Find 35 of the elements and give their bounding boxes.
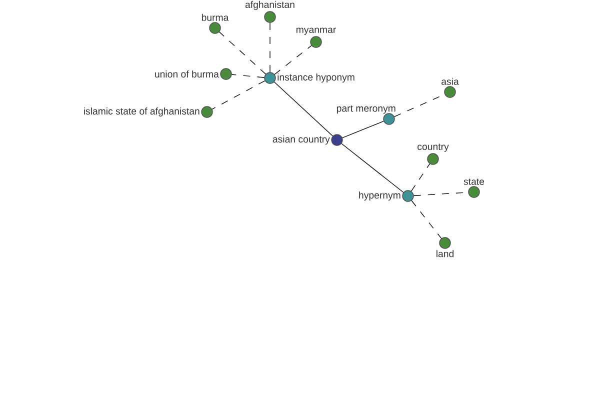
- connector-line: [231, 74, 265, 78]
- graph-node: asian country: [272, 134, 343, 146]
- node-label: union of burma: [155, 70, 219, 78]
- node-label: hypernym: [359, 192, 400, 201]
- graph-node: union of burma: [155, 68, 232, 80]
- graph-node: instance hyponym: [264, 72, 354, 84]
- node-label: land: [436, 250, 454, 258]
- node-label: asia: [442, 78, 459, 85]
- connector-line: [212, 80, 266, 110]
- graph-node: afghanistan: [245, 0, 294, 23]
- connector-line: [411, 200, 442, 239]
- connector-line: [274, 45, 312, 75]
- graph-node: part meronym: [336, 105, 396, 125]
- node-label: part meronym: [336, 105, 396, 114]
- node-label: burma: [202, 14, 229, 21]
- graph-node: country: [418, 144, 449, 165]
- node-label: myanmar: [296, 28, 336, 35]
- graph-node: islamic state of afghanistan: [84, 106, 213, 118]
- graph-node: asia: [442, 78, 459, 98]
- graph-node: myanmar: [296, 28, 336, 48]
- node-label: afghanistan: [245, 0, 294, 10]
- graph-node: burma: [202, 14, 229, 34]
- graph-node: hypernym: [359, 190, 414, 202]
- connector-line: [410, 164, 430, 192]
- graph-node: state: [464, 178, 484, 198]
- graph-node: land: [436, 237, 454, 258]
- connector-line: [274, 82, 334, 136]
- node-label: islamic state of afghanistan: [84, 108, 200, 117]
- connector-line: [341, 143, 404, 193]
- node-label: asian country: [272, 136, 330, 145]
- node-label: instance hyponym: [278, 74, 354, 83]
- connector-line: [218, 32, 266, 74]
- connector-line: [342, 120, 384, 138]
- node-label: state: [464, 178, 484, 185]
- node-label: country: [418, 144, 449, 152]
